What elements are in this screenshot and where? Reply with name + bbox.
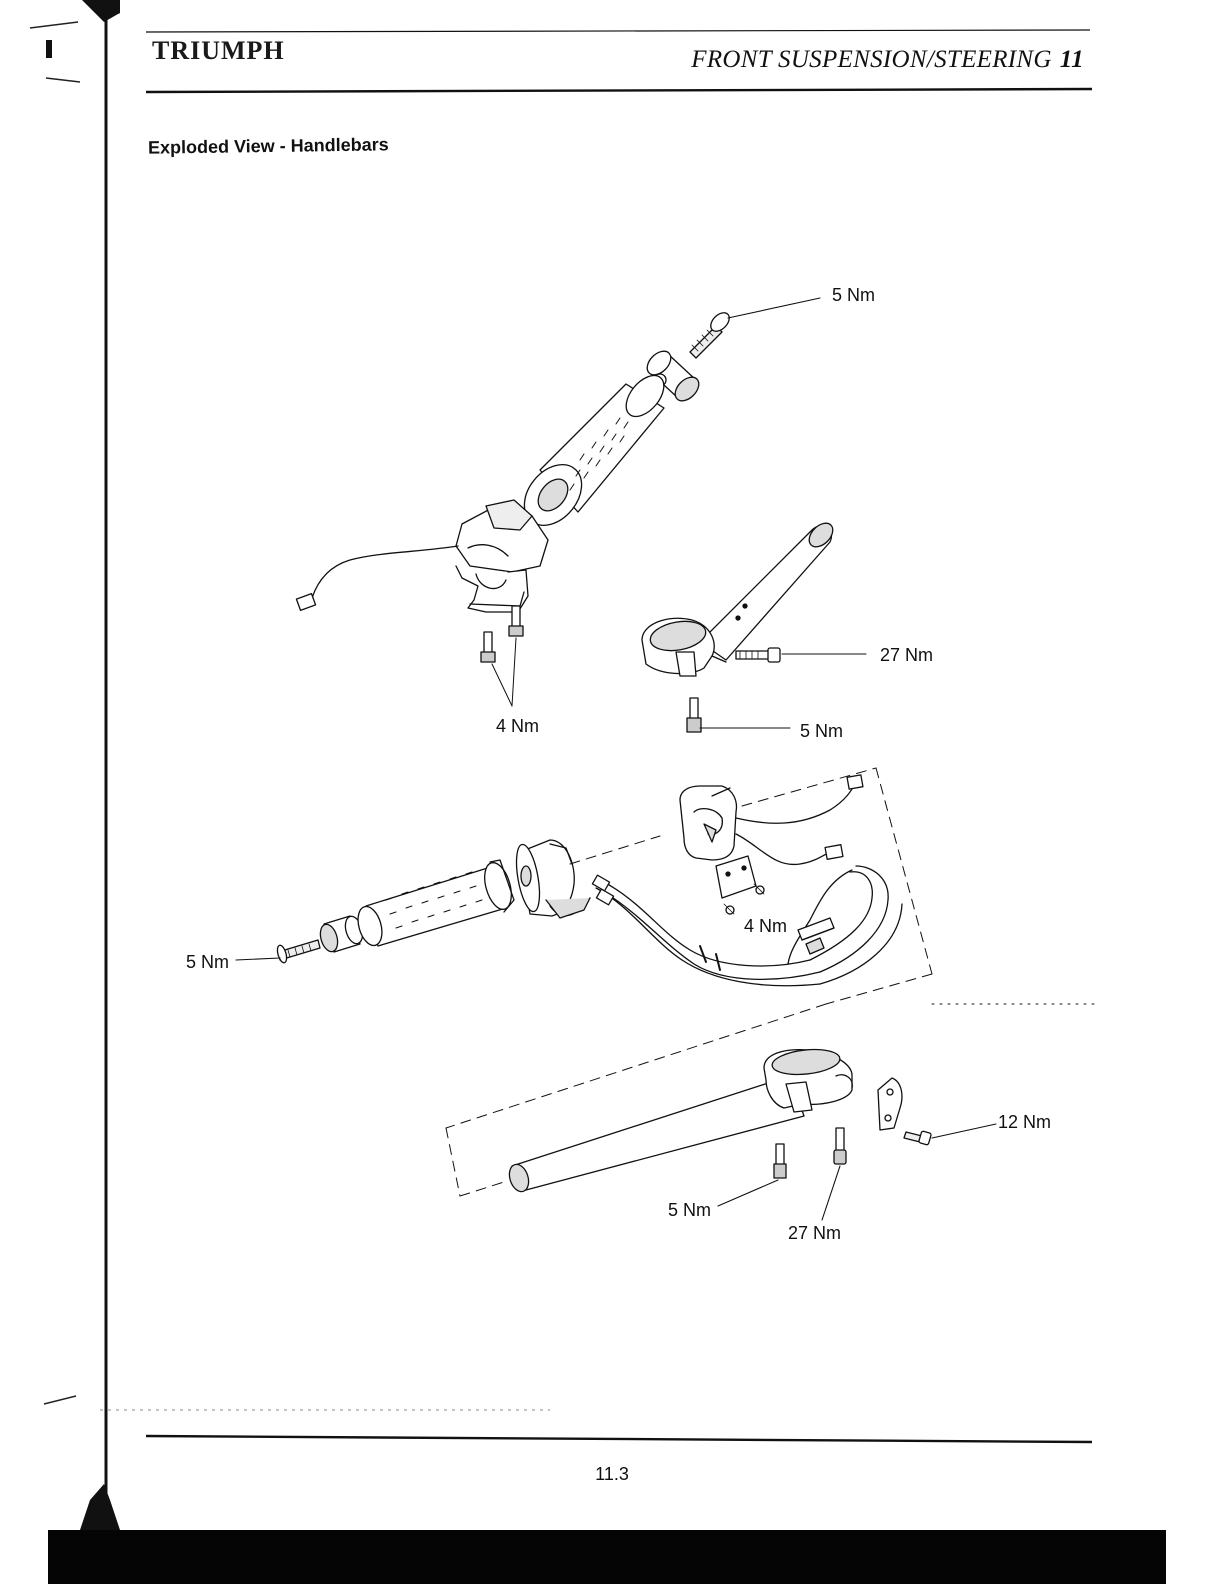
lower-grip bbox=[354, 860, 516, 949]
switch-cover-plate bbox=[716, 856, 756, 898]
upper-clamp-bolt bbox=[736, 648, 780, 662]
torque-label-end-bolt-upper: 5 Nm bbox=[832, 285, 875, 306]
lower-switch-wires bbox=[736, 775, 863, 865]
upper-switch-screws bbox=[481, 606, 523, 706]
torque-label-clamp-bolt-lower: 27 Nm bbox=[788, 1223, 841, 1244]
lower-clip-on-handlebar bbox=[506, 1047, 852, 1195]
upper-grip bbox=[513, 369, 671, 537]
upper-end-bolt bbox=[690, 309, 733, 358]
bracket-bolt bbox=[904, 1131, 931, 1145]
lower-switch-housing bbox=[680, 786, 736, 860]
upper-pinch-bolt bbox=[687, 698, 701, 732]
torque-label-switch-screws-upper: 4 Nm bbox=[496, 716, 539, 737]
lower-end-bolt bbox=[276, 940, 320, 964]
torque-label-pinch-bolt-lower: 5 Nm bbox=[668, 1200, 711, 1221]
scan-bottom-band bbox=[48, 1530, 1166, 1584]
page-number: 11.3 bbox=[0, 1464, 1224, 1485]
torque-label-bracket-bolt: 12 Nm bbox=[998, 1112, 1051, 1133]
upper-switch-wire bbox=[296, 546, 458, 610]
torque-label-clamp-bolt-upper: 27 Nm bbox=[880, 645, 933, 666]
throttle-sleeve bbox=[512, 840, 590, 918]
torque-label-switch-screws-lower: 4 Nm bbox=[744, 916, 787, 937]
exploded-view-frame bbox=[446, 768, 1094, 1196]
torque-label-end-bolt-lower: 5 Nm bbox=[186, 952, 229, 973]
torque-label-pinch-bolt-upper: 5 Nm bbox=[800, 721, 843, 742]
handlebar-mounting-bracket bbox=[878, 1078, 902, 1130]
header-rules bbox=[100, 30, 1092, 1442]
lower-pinch-bolt bbox=[774, 1144, 786, 1178]
lower-clamp-bolt bbox=[834, 1128, 846, 1164]
upper-leader-lines bbox=[700, 298, 866, 728]
